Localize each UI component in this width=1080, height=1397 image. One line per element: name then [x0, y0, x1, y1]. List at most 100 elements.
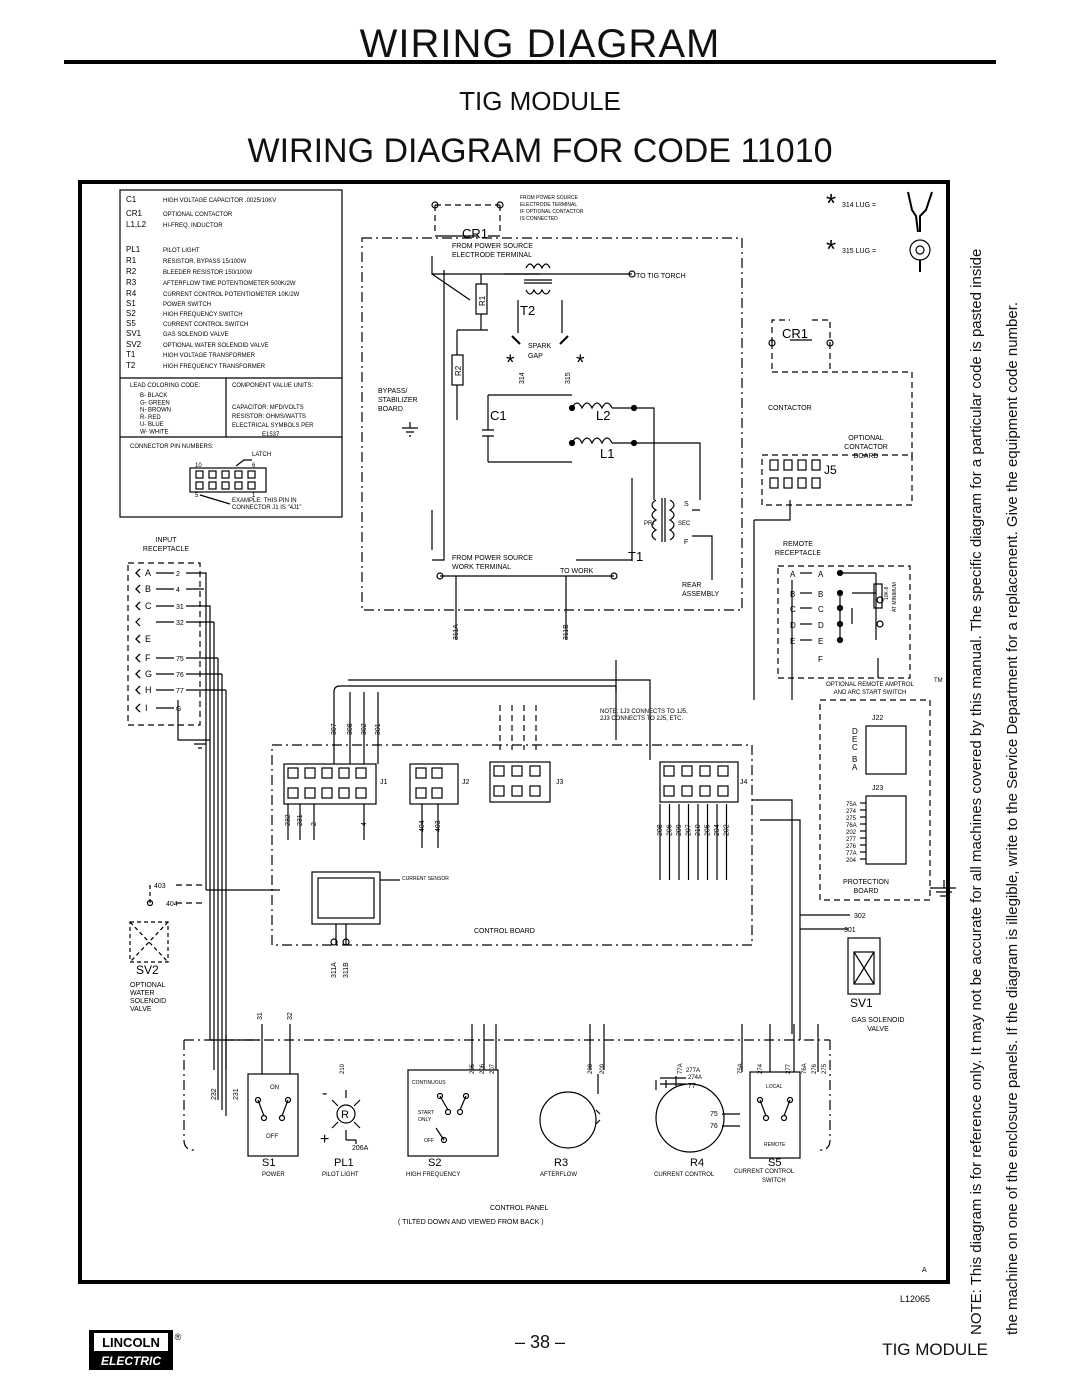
label: 308 [347, 723, 354, 735]
connector-j3 [489, 761, 551, 803]
label: A [790, 570, 796, 579]
wire [722, 1113, 740, 1127]
diagram-frame [78, 180, 950, 1284]
label: SWITCH [762, 1178, 786, 1184]
label: TM [934, 678, 943, 684]
reference-note: NOTE: This diagram is for reference only… [968, 100, 1040, 1335]
label: 276 [846, 844, 857, 850]
wire [741, 1024, 819, 1072]
label: WATER [130, 990, 155, 997]
label: ONLY [418, 1117, 432, 1123]
switch-s1 [247, 1073, 299, 1157]
label: WORK TERMINAL [452, 564, 511, 571]
legend-component-id: R2 [126, 267, 137, 276]
label: PRI [644, 521, 654, 527]
legend-component-id: R4 [126, 289, 137, 298]
label: 207 [686, 824, 693, 836]
star-mark: * [826, 188, 836, 218]
lug-hole [915, 245, 925, 255]
wire [576, 478, 633, 561]
legend-component-id: CR1 [126, 209, 143, 218]
label: CONTINUOUS [412, 1080, 446, 1086]
pin-bracket [135, 653, 141, 663]
lead-color: G- GREEN [140, 400, 170, 406]
legend-component-id: T1 [126, 350, 136, 359]
pin-bracket [135, 703, 141, 713]
pin [663, 765, 675, 777]
component-unit: E1537 [262, 432, 280, 438]
ground-symbol [402, 422, 418, 437]
label: GAP [528, 353, 543, 360]
label: 2 [176, 571, 180, 578]
cr1-right-label: CR1 [782, 326, 808, 341]
solenoid-core [853, 951, 875, 985]
label: 204 [846, 858, 857, 864]
label: 301 [375, 723, 382, 735]
j5-label: J5 [824, 463, 837, 477]
label: 276 [812, 1063, 818, 1074]
label: 315 [565, 372, 572, 384]
label: B [145, 584, 151, 594]
pin [321, 767, 333, 779]
legend-component-desc: POWER SWITCH [163, 302, 211, 308]
lead-coloring-title: LEAD COLORING CODE: [130, 383, 200, 389]
label: OFF [266, 1134, 278, 1140]
connector-j2 [409, 763, 459, 805]
current-sensor [311, 871, 381, 925]
lead-color: U- BLUE [140, 422, 164, 428]
sv1-label: SV1 [850, 996, 873, 1010]
connection-dot [568, 439, 576, 447]
pin-bracket [135, 634, 141, 644]
label: 206A [352, 1145, 369, 1152]
label: 277A [686, 1068, 700, 1074]
pin [811, 477, 821, 489]
sv2-label: SV2 [136, 963, 159, 977]
label: RECEPTACLE [775, 550, 821, 557]
switch-s2 [407, 1069, 499, 1157]
note-line-2: the machine on one of the enclosure pane… [1004, 301, 1021, 1335]
terminal [284, 1096, 292, 1104]
connector-pin [247, 481, 256, 490]
wire [753, 520, 793, 700]
pin [811, 459, 821, 471]
terminal [260, 1114, 268, 1122]
label: 75 [176, 656, 184, 663]
label: B [790, 590, 795, 599]
pin [681, 785, 693, 797]
pin [338, 767, 350, 779]
harness [752, 799, 793, 1034]
ground-symbol [930, 880, 956, 897]
label: 2J3 CONNECTS TO 2J5, ETC. [600, 716, 683, 722]
label: J23 [872, 785, 883, 792]
label: 31 [257, 1012, 264, 1020]
label: 5 [195, 493, 199, 499]
terminal [786, 1096, 794, 1104]
label: ( TILTED DOWN AND VIEWED FROM BACK ) [398, 1219, 544, 1226]
label: 275 [846, 816, 857, 822]
label: E [790, 637, 795, 646]
drawing-number: L12065 [900, 1294, 930, 1304]
wire [455, 576, 567, 640]
component-units-title: COMPONENT VALUE UNITS: [232, 383, 313, 389]
l1-label: L1 [600, 446, 614, 461]
l2-label: L2 [596, 408, 610, 423]
box [431, 767, 443, 779]
connector-j4 [659, 761, 739, 803]
star-mark: * [506, 350, 515, 375]
label: G [176, 706, 181, 713]
terminal [780, 1114, 788, 1122]
label: 76 [710, 1123, 718, 1130]
inductor-l2 [571, 402, 613, 410]
label: 76 [176, 672, 184, 679]
input-wiring [186, 657, 226, 691]
terminal [342, 938, 350, 946]
label: 75A [738, 1063, 744, 1074]
wire [517, 300, 563, 333]
label: CONTROL PANEL [490, 1205, 548, 1212]
label: I [145, 703, 148, 713]
capacitor-c1 [482, 395, 494, 462]
label: 75 [710, 1111, 718, 1118]
label: 4 [176, 587, 180, 594]
wire [335, 924, 347, 945]
legend-component-id: SV1 [126, 329, 142, 338]
